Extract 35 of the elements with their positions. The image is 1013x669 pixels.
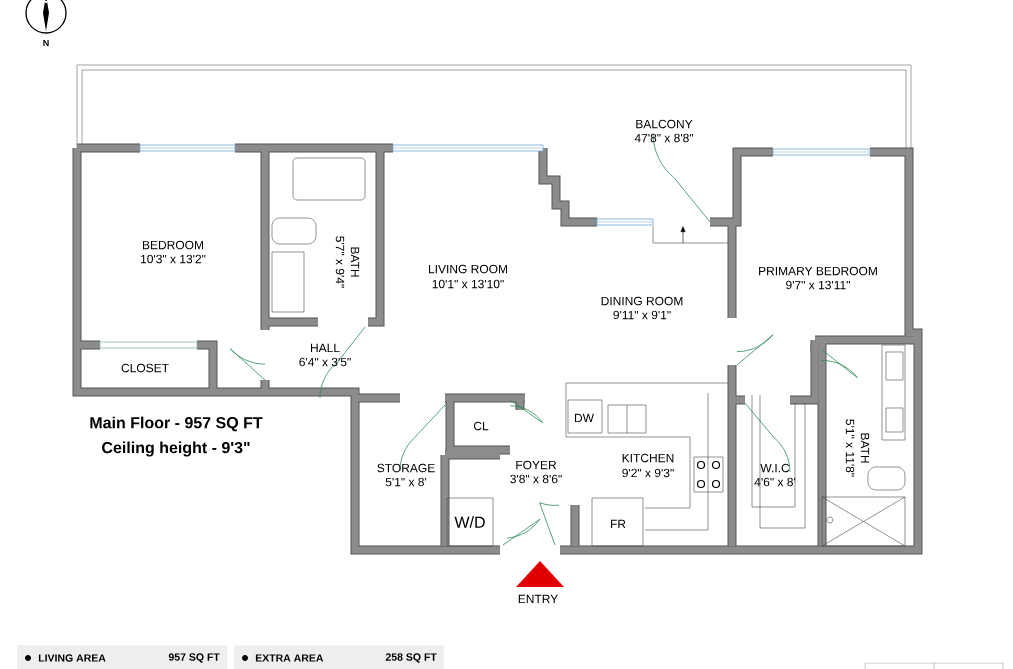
room-name: BEDROOM	[143, 240, 203, 250]
room-name: CL	[473, 421, 489, 431]
room-name: HALL	[311, 343, 340, 353]
room-dimension: 47'8" x 8'8"	[634, 133, 694, 143]
room-dimension: 5'1" x 11'8"	[845, 419, 855, 477]
room-dimension: 5'1" x 8'	[385, 477, 427, 487]
entry-label: ENTRY	[518, 594, 558, 604]
room-name: LIVING ROOM	[429, 264, 507, 274]
room-name: BATH	[860, 433, 870, 463]
room-dimension: 6'4" x 3'5"	[299, 357, 351, 367]
area-bar: EXTRA AREA 258 SQ FT	[234, 645, 445, 669]
room-name: BATH	[350, 247, 360, 277]
compass-letter: N	[43, 39, 49, 47]
room-name: KITCHEN	[622, 453, 674, 463]
area-bar: LIVING AREA 957 SQ FT	[17, 645, 228, 669]
floor-area-note: Main Floor - 957 SQ FT	[90, 416, 263, 432]
room-dimension: 9'2" x 9'3"	[622, 468, 674, 478]
room-name: W.I.C	[760, 463, 790, 473]
room-dimension: 5'7" x 9'4"	[335, 236, 345, 288]
room-name: CLOSET	[121, 363, 169, 373]
appliance-label: W/D	[454, 516, 485, 528]
room-dimension: 4'6" x 8'	[754, 477, 796, 487]
room-dimension: 10'3" x 13'2"	[141, 254, 206, 264]
room-dimension: 9'11" x 9'1"	[613, 310, 671, 320]
appliance-label: FR	[611, 519, 626, 529]
room-dimension: 3'8" x 8'6"	[510, 474, 562, 484]
room-name: BALCONY	[636, 119, 693, 129]
room-name: DINING ROOM	[601, 296, 683, 306]
room-dimension: 9'7" x 13'11"	[786, 280, 850, 290]
appliance-label: DW	[575, 413, 594, 423]
room-name: STORAGE	[377, 463, 435, 473]
room-name: FOYER	[516, 460, 557, 470]
ceiling-height-note: Ceiling height - 9'3"	[102, 441, 250, 457]
room-dimension: 10'1" x 13'10"	[432, 279, 504, 289]
room-name: PRIMARY BEDROOM	[759, 266, 877, 276]
